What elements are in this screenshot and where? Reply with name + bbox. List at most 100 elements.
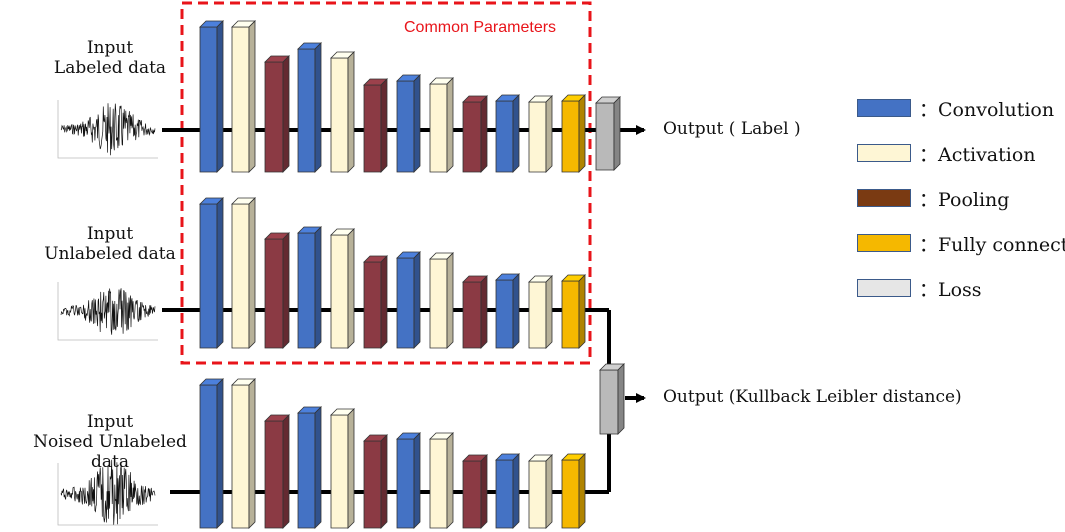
layer-pooling-r1-side [282,55,290,173]
layer-pooling-r2 [462,275,488,349]
layer-convolution-r1 [199,20,224,173]
layer-pooling-r3-side [282,414,290,529]
layer-convolution-r2-front [297,232,316,349]
common-parameters-label: Common Parameters [404,19,557,36]
legend-swatch-loss [857,279,911,297]
input-label-line1: Input [86,38,134,58]
layer-activation-r1-side [347,51,355,173]
waveform-noised [57,459,158,526]
legend-swatch-activation [857,144,911,162]
layer-activation-r2-side [347,228,355,349]
loss-block-kl-side [617,363,625,435]
layer-activation-r3-front [429,438,448,529]
waveform-unlabeled [57,282,158,341]
layer-pooling-r2 [363,255,388,349]
layer-convolution-r2-front [396,257,415,349]
layer-fully-connect-r1-side [578,94,586,173]
layer-activation-r1-front [429,83,448,173]
layer-convolution-r1 [495,94,520,173]
output-kl-text: Output (Kullback Leibler distance) [663,387,962,407]
layer-activation-r3-front [231,384,250,529]
legend-label: ：Loss [919,278,982,301]
layer-pooling-r2-front [264,238,284,349]
legend-item-activation: ：Activation [857,142,1036,166]
layer-pooling-r2-front [462,281,482,349]
layer-convolution-r2 [495,273,520,349]
layer-fully-connect-r2 [561,274,586,349]
layer-convolution-r2 [396,251,421,349]
layer-convolution-r3 [297,406,322,529]
layer-convolution-r3-front [495,459,514,529]
layer-activation-r1-front [528,101,547,173]
layer-activation-r2-side [545,275,553,349]
layer-activation-r1 [429,77,454,173]
layer-activation-r1-side [248,20,256,173]
layer-activation-r3-front [330,414,349,529]
layer-activation-r3-side [248,378,256,529]
layer-activation-r1-side [446,77,454,173]
layer-convolution-r1 [396,74,421,173]
waveform-labeled [57,100,158,159]
layer-pooling-r3-front [264,420,284,529]
loss-block-kl-front [599,369,619,435]
layer-activation-r2-front [231,203,250,349]
layer-activation-r3 [528,454,553,529]
layer-pooling-r2-front [363,261,382,349]
layer-convolution-r1-side [216,20,224,173]
input-label-labeled: Input Labeled data [50,38,170,78]
layer-convolution-r2-side [314,226,322,349]
layer-convolution-r1-front [396,80,415,173]
loss-block-label-front [595,102,615,171]
output-label-text: Output ( Label ) [663,119,801,139]
layer-pooling-r1 [462,95,488,173]
input-label-line1: Input [86,224,134,244]
loss-block-label-side [613,96,621,171]
layer-pooling-r3 [264,414,290,529]
layer-fully-connect-r1 [561,94,586,173]
layer-activation-r3-side [347,408,355,529]
layer-activation-r1 [528,95,553,173]
layer-pooling-r1-side [380,78,388,173]
layer-activation-r3 [429,432,454,529]
layer-pooling-r3 [462,454,488,529]
layer-convolution-r3-front [199,384,218,529]
legend-swatch-pooling [857,189,911,207]
loss-block-kl [599,363,625,435]
layer-convolution-r3-side [413,432,421,529]
legend-label: ：Fully connect [919,233,1065,256]
layer-pooling-r1-front [462,101,482,173]
loss-block-label [595,96,621,171]
layer-convolution-r1-front [297,48,316,173]
layer-pooling-r2-side [380,255,388,349]
layer-convolution-r1-side [512,94,520,173]
layer-pooling-r2 [264,232,290,349]
layer-convolution-r1-side [314,42,322,173]
layer-activation-r2 [330,228,355,349]
layer-convolution-r2-side [512,273,520,349]
legend-label: ：Pooling [919,188,1010,211]
layer-activation-r3-front [528,460,547,529]
layer-pooling-r1 [363,78,388,173]
layer-convolution-r3-side [314,406,322,529]
layer-fully-connect-r2-front [561,280,580,349]
layer-activation-r3-side [545,454,553,529]
input-label-unlabeled: Input Unlabeled data [40,224,180,264]
layer-activation-r1 [330,51,355,173]
layer-activation-r1 [231,20,256,173]
layer-activation-r3 [330,408,355,529]
layer-convolution-r2 [199,197,224,349]
layer-activation-r2 [231,197,256,349]
layer-fully-connect-r1-front [561,100,580,173]
input-label-line2: Unlabeled data [44,244,176,264]
layer-convolution-r2 [297,226,322,349]
layer-activation-r2 [528,275,553,349]
legend-item-pooling: ：Pooling [857,187,1010,211]
layer-convolution-r3 [495,453,520,529]
layer-convolution-r3-side [216,378,224,529]
layer-pooling-r1-front [264,61,284,173]
layer-convolution-r2-side [216,197,224,349]
layer-fully-connect-r3 [561,453,586,529]
layer-pooling-r3-side [380,434,388,529]
layer-pooling-r2-side [480,275,488,349]
